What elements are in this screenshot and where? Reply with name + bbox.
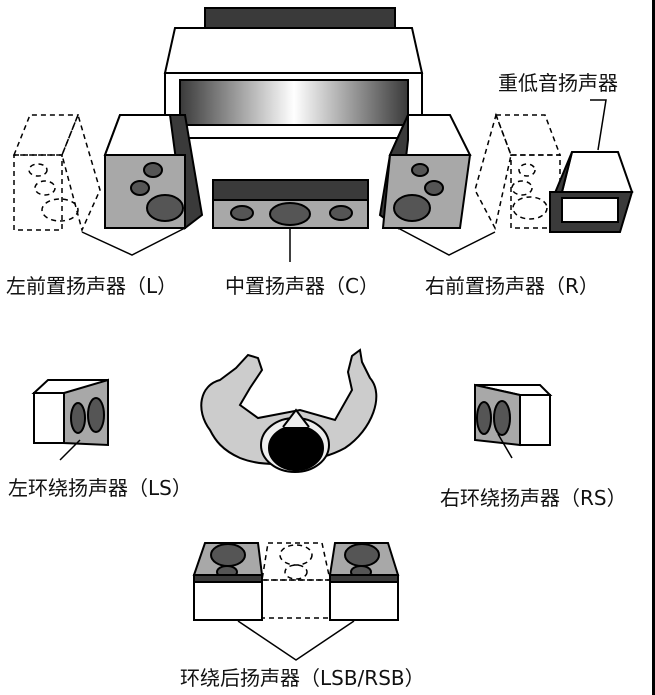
leader-front-right — [397, 227, 496, 256]
label-front-right: 右前置扬声器（R） — [425, 274, 599, 298]
label-surround-right: 右环绕扬声器（RS） — [440, 486, 627, 510]
label-front-left: 左前置扬声器（L） — [6, 274, 177, 298]
front-right-speaker — [378, 114, 472, 230]
front-left-speaker — [103, 114, 204, 230]
label-subwoofer: 重低音扬声器 — [498, 71, 618, 95]
leader-surround-right — [497, 433, 513, 459]
page-border — [652, 0, 655, 695]
surround-back-right-speaker — [328, 542, 400, 621]
surround-back-alt-position — [261, 542, 331, 619]
label-surround-left: 左环绕扬声器（LS） — [8, 476, 192, 500]
label-center: 中置扬声器（C） — [225, 274, 379, 298]
center-speaker — [212, 179, 369, 229]
surround-right-speaker — [474, 383, 553, 447]
leader-subwoofer — [590, 99, 607, 151]
subwoofer — [549, 151, 634, 233]
tv — [163, 7, 424, 139]
surround-left-speaker — [31, 378, 109, 447]
front-right-speaker-alt-position — [474, 112, 562, 231]
listener — [200, 348, 378, 473]
leader-lines — [59, 99, 607, 661]
leader-surround-back — [237, 620, 355, 661]
surround-back-left-speaker — [192, 542, 264, 621]
leader-front-left — [81, 227, 186, 256]
leader-surround-left — [59, 439, 81, 461]
front-left-speaker-alt-position — [12, 112, 101, 233]
label-surround-back: 环绕后扬声器（LSB/RSB） — [180, 666, 425, 690]
